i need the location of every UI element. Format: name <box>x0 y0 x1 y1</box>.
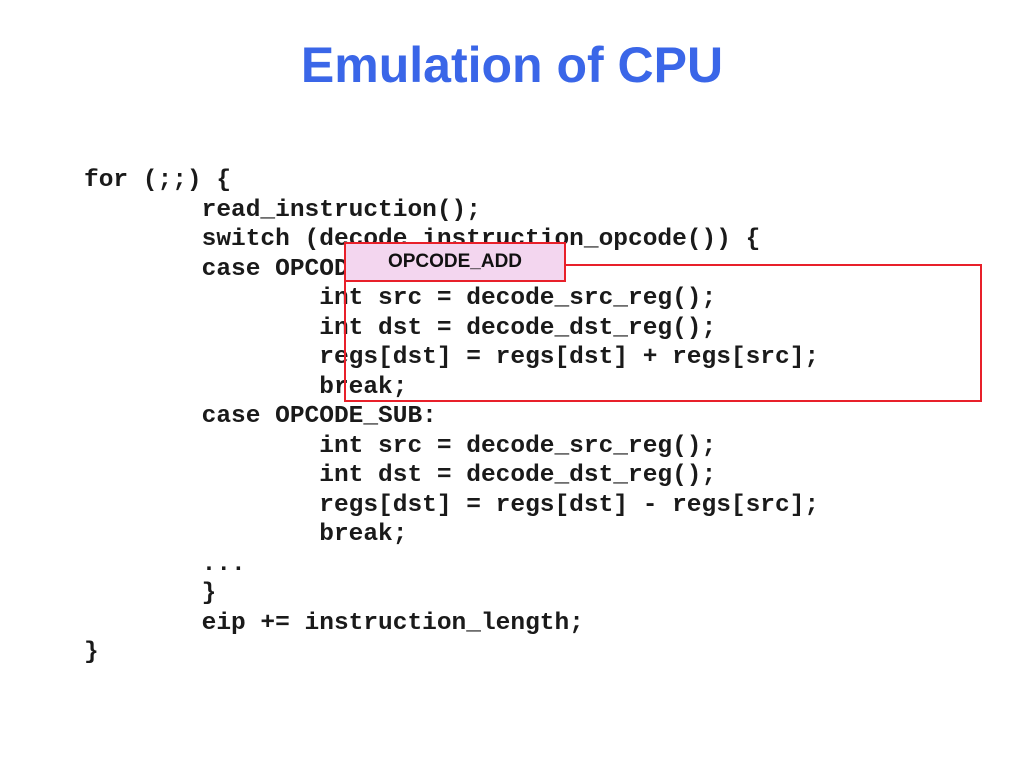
code-line: } <box>84 580 217 607</box>
code-line: } <box>84 639 99 666</box>
code-line: read_instruction(); <box>84 197 481 224</box>
code-line: regs[dst] = regs[dst] - regs[src]; <box>84 492 820 519</box>
code-line: for (;;) { <box>84 167 232 194</box>
highlight-box <box>344 264 982 402</box>
code-line: eip += instruction_length; <box>84 610 584 637</box>
code-line: int src = decode_src_reg(); <box>84 433 717 460</box>
code-line: int dst = decode_dst_reg(); <box>84 462 717 489</box>
opcode-callout: OPCODE_ADD <box>344 242 566 282</box>
code-line: break; <box>84 374 408 401</box>
code-line: int src = decode_src_reg(); <box>84 285 717 312</box>
slide-title: Emulation of CPU <box>300 37 724 93</box>
code-line: ... <box>84 551 246 578</box>
code-line: break; <box>84 521 408 548</box>
code-line: regs[dst] = regs[dst] + regs[src]; <box>84 344 820 371</box>
code-line: int dst = decode_dst_reg(); <box>84 315 717 342</box>
code-line: case OPCODE_SUB: <box>84 403 437 430</box>
